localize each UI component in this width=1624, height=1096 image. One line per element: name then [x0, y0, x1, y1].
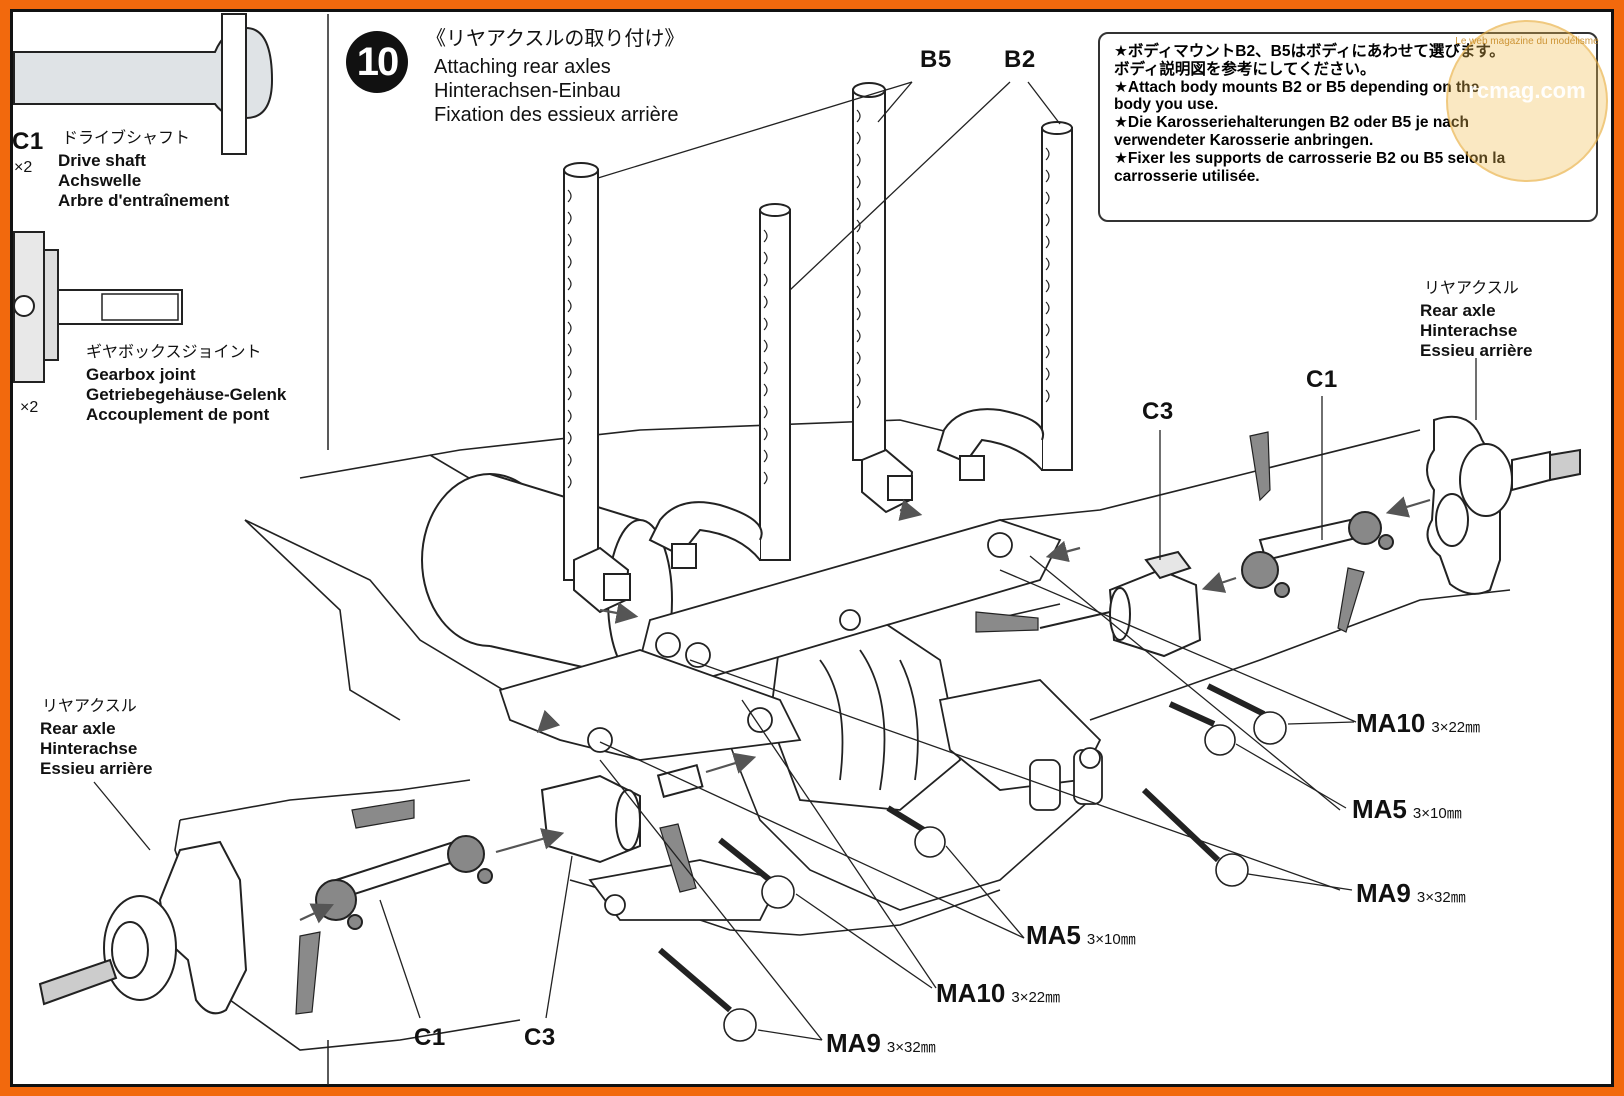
body-mount-note: ★ボディマウントB2、B5はボディにあわせて選びます。 ボディ説明図を参考にして…	[1098, 32, 1598, 222]
rear-axle-right-de: Hinterachse	[1420, 321, 1518, 340]
lower-suspension-arm	[498, 649, 802, 921]
rcmag-watermark-logo: Le web magazine du modélisme rcmag.com	[1446, 20, 1608, 182]
right-lower-arm	[938, 679, 1103, 811]
gearbox-joint-de: Getriebegehäuse-Gelenk	[86, 385, 287, 404]
note-line: ★Die Karosseriehalterungen B2 oder B5 je…	[1114, 114, 1470, 132]
label-c1-bottom: C1	[414, 1024, 446, 1051]
right-rear-axle	[1426, 415, 1581, 595]
drive-shaft-jp: ドライブシャフト	[62, 128, 191, 147]
note-line: ボディ説明図を参考にしてください。	[1114, 60, 1376, 78]
right-drive-shaft	[1241, 511, 1394, 598]
rear-axle-right-jp: リヤアクスル	[1424, 278, 1519, 297]
left-drive-shaft	[315, 835, 493, 930]
part-leader-lines	[93, 358, 1477, 1019]
label-b2: B2	[1004, 46, 1036, 73]
gearbox-joint-en: Gearbox joint	[86, 365, 196, 384]
gearbox-joint-illustration	[13, 231, 183, 383]
step-title-de: Hinterachsen-Einbau	[434, 80, 621, 102]
rear-axle-right-fr: Essieu arrière	[1420, 341, 1533, 360]
note-line: ★Fixer les supports de carrosserie B2 ou…	[1114, 149, 1506, 167]
drive-shaft-qty: ×2	[14, 159, 33, 176]
screw-leader-lines	[599, 555, 1357, 1041]
grease-marks	[295, 431, 1365, 1015]
note-line: verwendeter Karosserie anbringen.	[1114, 132, 1374, 150]
left-gearbox-joint	[540, 763, 704, 864]
rear-axle-left-jp: リヤアクスル	[42, 696, 137, 715]
gearbox-joint-jp: ギヤボックスジョイント	[86, 342, 262, 361]
drive-shaft-en: Drive shaft	[58, 151, 146, 170]
note-line: ★Attach body mounts B2 or B5 depending o…	[1114, 78, 1480, 96]
body-mount-b5	[563, 82, 914, 614]
rear-axle-left-de: Hinterachse	[40, 739, 138, 758]
rear-axle-left-en: Rear axle	[40, 719, 116, 738]
step-number-badge: 10	[346, 31, 408, 93]
watermark-url: rcmag.com	[1468, 78, 1586, 103]
label-c3-top: C3	[1142, 398, 1174, 425]
step-title-fr: Fixation des essieux arrière	[434, 104, 679, 126]
label-c1-top: C1	[1306, 366, 1338, 393]
leader-lines-body-mounts	[597, 81, 1061, 291]
label-b5: B5	[920, 46, 952, 73]
motor	[421, 473, 673, 682]
note-line: body you use.	[1114, 96, 1219, 114]
rear-axle-left-fr: Essieu arrière	[40, 759, 153, 778]
body-mount-b2	[648, 121, 1073, 569]
step-title-en: Attaching rear axles	[434, 56, 611, 78]
gearbox-joint-fr: Accouplement de pont	[86, 405, 270, 424]
rear-axle-right-en: Rear axle	[1420, 301, 1496, 320]
step-title-jp: 《リヤアクスルの取り付け》	[426, 28, 685, 50]
left-rear-axle	[38, 840, 248, 1015]
watermark-arc-text: Le web magazine du modélisme	[1455, 36, 1599, 47]
note-line: ★ボディマウントB2、B5はボディにあわせて選びます。	[1114, 43, 1505, 60]
right-gearbox-joint	[1108, 550, 1202, 658]
drive-shaft-fr: Arbre d'entraînement	[58, 191, 230, 210]
drive-shaft-de: Achswelle	[58, 171, 142, 190]
assembly-arrows	[299, 496, 1431, 924]
screws	[658, 683, 1287, 1042]
label-c3-bottom: C3	[524, 1024, 556, 1051]
chassis-outline	[174, 419, 1511, 1051]
note-line: carrosserie utilisée.	[1114, 167, 1260, 185]
upper-suspension-arm	[638, 519, 1062, 681]
drive-shaft-code: C1	[12, 128, 44, 155]
drive-shaft-illustration	[13, 13, 274, 155]
gearbox-joint-qty: ×2	[20, 399, 39, 416]
